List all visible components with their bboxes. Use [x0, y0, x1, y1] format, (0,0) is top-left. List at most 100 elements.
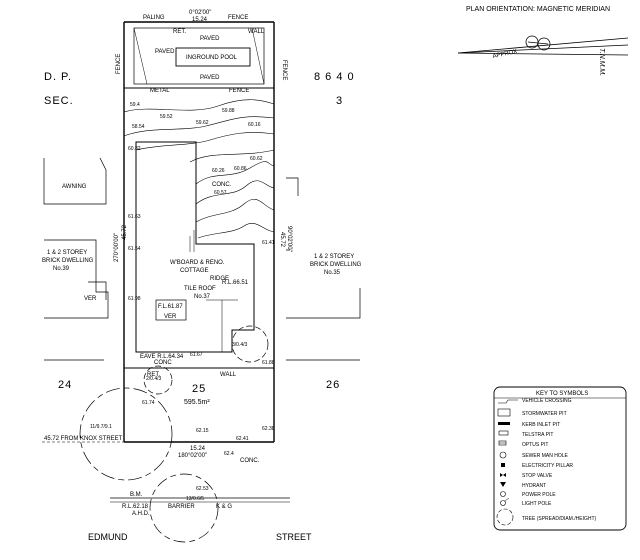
- spot-level: 59.88: [222, 108, 235, 114]
- tree-label: 11/9.7/9.1: [90, 424, 112, 430]
- electricity-pillar-icon: [501, 463, 505, 467]
- spot-level: 60.86: [234, 166, 247, 172]
- right-dwelling-3: No.35: [324, 270, 341, 276]
- lot-area: 595.5m²: [184, 399, 210, 406]
- hydrant-icon: [500, 482, 506, 487]
- optus-pit-icon: [498, 440, 507, 446]
- conc-rear-label: CONC.: [212, 182, 232, 188]
- dp-label: D. P.: [44, 71, 72, 83]
- conc-front: CONC: [154, 360, 172, 366]
- spot-level: 60.57: [214, 190, 227, 196]
- cottage-line-1: W'BOARD & RENO.: [170, 260, 225, 266]
- metal-fence: METAL: [150, 88, 170, 94]
- spot-level: 58.54: [132, 124, 145, 130]
- right-dwelling-2: BRICK DWELLING: [310, 262, 362, 268]
- spot-level: 60.16: [248, 122, 261, 128]
- ret-wall-front: RET.: [147, 372, 160, 378]
- spot-level: 60.26: [212, 168, 225, 174]
- fence-mid: FENCE: [229, 88, 249, 94]
- knox-street-ref: 45.72 FROM KNOX STREET: [44, 436, 123, 442]
- right-bearing: 90°02'00": [286, 226, 292, 252]
- sec-number: 3: [336, 95, 343, 107]
- vehicle-crossing-icon: [498, 399, 518, 404]
- left-distance: 45.72: [122, 224, 128, 240]
- eave-level: EAVE R.L.64.34: [140, 354, 184, 360]
- legend-item-label: VEHICLE CROSSING: [522, 398, 572, 404]
- pool-area: [133, 27, 265, 85]
- cottage-line-2: COTTAGE: [180, 268, 209, 274]
- bottom-distance: 15.24: [190, 446, 206, 452]
- pool-label: INGROUND POOL: [186, 55, 238, 61]
- floor-level: F.L.61.87: [158, 304, 183, 310]
- left-bearing: 270°00'00": [114, 233, 120, 262]
- awning-label: AWNING: [62, 184, 87, 190]
- legend-item-label: LIGHT POLE: [522, 501, 552, 507]
- spot-level: 60.82: [128, 146, 141, 152]
- spot-level: 61.41: [262, 240, 275, 246]
- tree-label: 2/0.4/3: [146, 376, 162, 382]
- spot-level: 61.74: [142, 400, 155, 406]
- spot-level: 61.88: [262, 360, 275, 366]
- paved-left: PAVED: [155, 49, 175, 55]
- telstra-pit-icon: [498, 430, 509, 436]
- fence-left: FENCE: [116, 54, 122, 74]
- left-ver-label: VER: [84, 296, 97, 302]
- left-dwelling-1: 1 & 2 STOREY: [47, 250, 87, 256]
- right-dwelling-1: 1 & 2 STOREY: [314, 254, 354, 260]
- kerb-kg: K & G: [216, 504, 232, 510]
- spot-level: 59.52: [160, 114, 173, 120]
- paling-top: PALING: [143, 15, 165, 21]
- paved-bottom: PAVED: [200, 75, 220, 81]
- bottom-bearing: 180°02'00": [178, 453, 207, 459]
- left-dwelling-3: No.39: [53, 266, 70, 272]
- verandah-label: VER: [164, 314, 177, 320]
- fence-top: FENCE: [228, 15, 248, 21]
- legend-item-label: STORMWATER PIT: [522, 411, 567, 417]
- street-name-left: EDMUND: [88, 532, 128, 542]
- legend-item-label: STOP VALVE: [522, 473, 553, 479]
- fence-right: FENCE: [281, 60, 287, 80]
- contour-lines: [123, 99, 275, 239]
- spot-level: 59.62: [196, 120, 209, 126]
- wall-front: WALL: [220, 372, 237, 378]
- spot-level: 59.4: [130, 102, 140, 108]
- dp-number: 8 6 4 0: [314, 71, 355, 83]
- spot-level: 60.62: [250, 156, 263, 162]
- left-neighbour-outline: [43, 157, 109, 361]
- stormwater-pit-icon: [497, 408, 511, 417]
- bm-label: B.M.: [130, 492, 143, 498]
- street-name-right: STREET: [276, 532, 312, 542]
- legend-item-label: KERB INLET PIT: [522, 422, 560, 428]
- north-tag: T.N.M.M.: [598, 48, 605, 76]
- orientation-text: PLAN ORIENTATION: MAGNETIC MERIDIAN: [466, 6, 610, 13]
- bm-level: R.L.62.18: [122, 504, 149, 510]
- top-distance: 15.24: [192, 17, 208, 23]
- tree-icon: [496, 508, 514, 526]
- legend-item-label: POWER POLE: [522, 492, 556, 498]
- wall-top: WALL: [248, 29, 265, 35]
- legend-item-label: TREE (SPREAD/DIAM./HEIGHT): [522, 516, 597, 522]
- roof-label: TILE ROOF: [184, 286, 216, 292]
- sec-label: SEC.: [44, 95, 74, 107]
- lot-24: 24: [58, 379, 72, 391]
- spot-level: 62.15: [196, 428, 209, 434]
- paved-top: PAVED: [200, 36, 220, 42]
- tree-label: 13/0.6/5: [186, 496, 204, 502]
- ret-wall-top: RET.: [173, 29, 186, 35]
- spot-level: 62.41: [236, 436, 249, 442]
- spot-level: 61.63: [128, 214, 141, 220]
- spot-level: 62.53: [196, 486, 209, 492]
- top-bearing: 0°02'00": [189, 10, 211, 16]
- stop-valve-icon: [500, 473, 506, 477]
- legend-item-label: HYDRANT: [522, 483, 546, 489]
- kerb-barrier: BARRIER: [168, 504, 195, 510]
- tree-icon: [79, 325, 269, 543]
- right-distance: 45.72: [279, 232, 285, 248]
- spot-level: 61.54: [128, 246, 141, 252]
- spot-level: 62.4: [224, 451, 234, 457]
- lot-26: 26: [326, 379, 340, 391]
- cottage-outline: [135, 141, 255, 353]
- ridge-label: RIDGE: [210, 276, 229, 282]
- house-number: No.37: [194, 294, 211, 300]
